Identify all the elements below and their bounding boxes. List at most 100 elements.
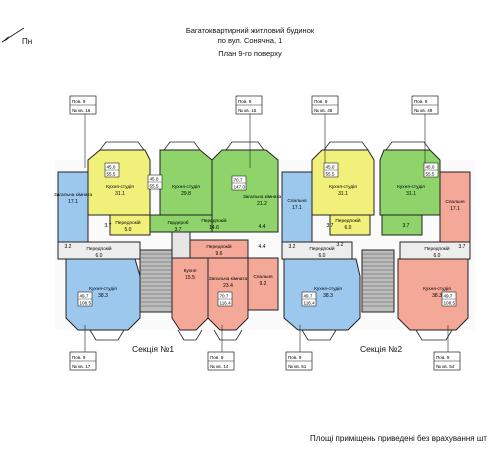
bay-windows: [89, 141, 453, 341]
badge-floor: Пов. 9: [72, 355, 86, 360]
room-fill: [159, 149, 213, 216]
room-name: Передпокій: [115, 219, 141, 226]
room-fill: [87, 149, 151, 216]
area-box: 45.0 55.5: [423, 162, 439, 178]
small-room-area: 3.7: [403, 223, 410, 229]
room-area: 9.2: [260, 281, 267, 287]
small-room-area: 4.4: [259, 224, 266, 230]
north-arrow-icon: [1, 27, 25, 43]
room-name: Кухня-студія: [397, 184, 425, 190]
room-fill: [381, 214, 423, 236]
room-area: 17.1: [292, 205, 302, 211]
area-box: 45.055.5: [147, 174, 163, 190]
room-fill: [397, 258, 469, 331]
area-box-top: 45.0: [107, 165, 116, 170]
badge-floor: Пов. 9: [238, 99, 252, 104]
room-area: 29.8: [181, 191, 191, 197]
room-name: Передпокій: [86, 245, 112, 252]
area-box: 45.0 55.5: [104, 162, 120, 178]
room-name: Кухня-студія: [172, 184, 200, 190]
apartment-badge: Пов. 9 № кв. 49: [411, 95, 439, 115]
room-fill: [57, 171, 89, 243]
room-fill: [65, 258, 141, 331]
area-box-bottom: 55.5: [426, 172, 435, 177]
room-name: Спальня: [287, 198, 307, 204]
area-box-bottom: 55.5: [326, 172, 335, 177]
room-fill: [171, 231, 191, 259]
badge-floor: Пов. 9: [288, 355, 302, 360]
room-area: 9.6: [216, 251, 223, 257]
apartment-badge: Пов. 9 № кв. 17: [69, 351, 97, 371]
badge-apartment-number: № кв. 17: [72, 364, 91, 369]
area-box-top: 49.7: [80, 294, 89, 299]
section-2-label: Секція №2: [360, 344, 403, 354]
area-box-bottom: 108.5: [80, 301, 92, 306]
room-name: Спальня: [253, 274, 273, 280]
room-name: Кухня-студія: [423, 286, 451, 292]
room-fill: [379, 149, 441, 216]
badge-apartment-number: № кв. 54: [436, 364, 455, 369]
apartment-badge: Пов. 9№ кв. 16: [69, 95, 97, 115]
badge-floor: Пов. 9: [314, 99, 328, 104]
area-box-bottom: 147.0: [234, 185, 246, 190]
room-fill: [311, 149, 375, 216]
footer-note: Площі приміщень приведені без врахування…: [310, 434, 487, 443]
room-area: 31.1: [338, 191, 348, 197]
room-area: 15.5: [185, 275, 195, 281]
room-name: Кухня-студія: [89, 286, 117, 292]
small-room-area: 3.7: [105, 223, 112, 229]
leader-lines: [84, 114, 449, 352]
room-area: 17.1: [68, 199, 78, 205]
north-label: Пн: [22, 37, 33, 46]
room-area: 23.4: [223, 283, 233, 289]
badge-apartment-number: № кв. 48: [314, 108, 333, 113]
room-name: Загальна кімната: [54, 192, 93, 198]
badge-apartment-number: № кв. 49: [414, 108, 433, 113]
area-box-top: 45.0: [426, 165, 435, 170]
area-box-bottom: 55.5: [107, 172, 116, 177]
room-fill: [247, 257, 279, 311]
area-box-top: 45.0: [326, 165, 335, 170]
badge-apartment-number: № кв. 16: [72, 108, 91, 113]
apartment-badge: Пов. 9№ кв. 14: [207, 351, 235, 371]
badge-floor: Пов. 9: [414, 99, 428, 104]
badge-floor: Пов. 9: [436, 355, 450, 360]
room-name: Передпокій: [424, 245, 450, 252]
room-area: 31.1: [115, 191, 125, 197]
apartment-badge: Пов. 9 № кв. 51: [285, 351, 313, 371]
area-box-bottom: 108.5: [444, 301, 456, 306]
apartment-badge: Пов. 9 № кв. 15: [235, 95, 263, 115]
room-area: 38.3: [323, 293, 333, 299]
room-area: 6.0: [96, 253, 103, 259]
room-name: Загальна кімната: [209, 276, 248, 282]
room-fill: [281, 171, 313, 243]
area-box-top: 45.0: [150, 177, 159, 182]
room-name: Кухня-студія: [314, 286, 342, 292]
room-name: Передпокій: [335, 217, 361, 224]
room-fill: [283, 258, 361, 331]
room-area: 6.0: [434, 253, 441, 259]
badge-apartment-number: № кв. 15: [238, 108, 257, 113]
room-fill: [109, 214, 151, 236]
badge-apartment-number: № кв. 51: [288, 364, 307, 369]
room-area: 21.2: [257, 201, 267, 207]
